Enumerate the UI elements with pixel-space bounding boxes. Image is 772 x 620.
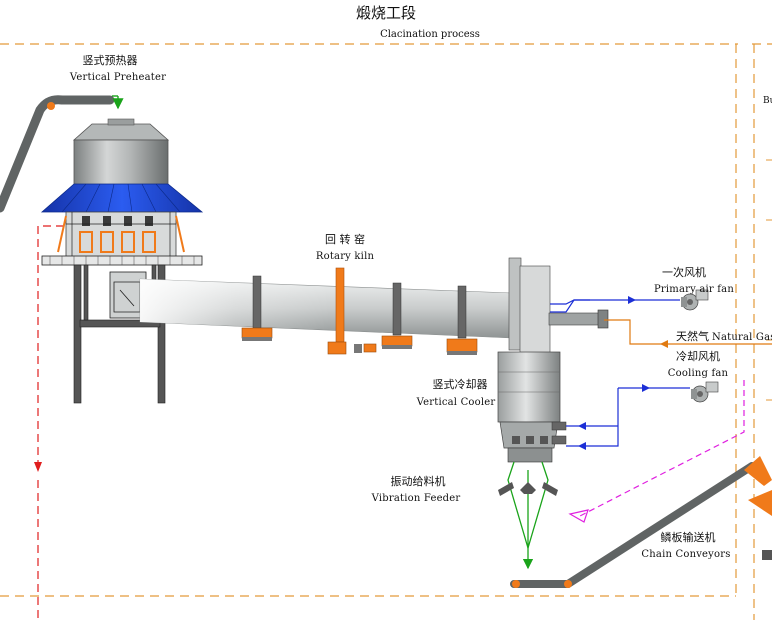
cooler-label-zh: 竖式冷却器: [433, 378, 488, 391]
feeder-label-en: Vibration Feeder: [371, 493, 461, 504]
primary-air-line: [550, 299, 680, 313]
kiln-hood: [508, 257, 609, 357]
natural-gas-label-en: Natural Gas: [712, 332, 772, 343]
primary-fan-icon: [681, 289, 709, 311]
feeder-chutes: [498, 482, 558, 496]
conveyor-label-zh: 鳞板输送机: [661, 530, 716, 544]
vibration-feeders: [507, 461, 549, 570]
cooling-fan-icon: [691, 381, 719, 403]
diagram-title-zh: 煅烧工段: [356, 4, 416, 22]
conveyor-label-en: Chain Conveyors: [641, 549, 730, 560]
cooler-label-en: Vertical Cooler: [416, 397, 496, 408]
feeder-label-zh: 振动给料机: [391, 474, 446, 488]
primary-fan-label-zh: 一次风机: [662, 265, 706, 279]
cooling-fan-label-zh: 冷却风机: [676, 349, 720, 363]
preheater-label-en: Vertical Preheater: [69, 72, 166, 83]
primary-air-arrow: [628, 296, 636, 304]
natural-gas-label-zh: 天然气: [676, 329, 709, 343]
cooling-air-arrow-2: [578, 422, 586, 430]
natural-gas-line: [604, 319, 772, 345]
preheater-label-zh: 竖式预热器: [83, 54, 138, 67]
process-boundary: [0, 43, 772, 620]
primary-fan-label-en: Primary air fan: [654, 284, 734, 295]
cooling-fan-label-en: Cooling fan: [668, 368, 729, 379]
cooling-air-line: [566, 387, 690, 447]
dust-return-line: [579, 380, 745, 517]
cooling-air-arrow: [642, 384, 650, 392]
return-line: [37, 225, 70, 618]
right-edge-ticks: [766, 159, 772, 501]
kiln-label-zh: 回 转 窑: [325, 232, 365, 246]
natural-gas-arrow: [660, 340, 668, 348]
rotary-kiln: [139, 267, 513, 355]
kiln-label-en: Rotary kiln: [316, 251, 375, 262]
vertical-cooler: [497, 351, 567, 463]
edge-text-fragment: Bu: [763, 96, 772, 106]
dust-return-arrow: [568, 509, 589, 523]
bucket-elevator: [0, 95, 115, 213]
chain-conveyor: [510, 456, 772, 588]
cooling-air-arrow-3: [578, 442, 586, 450]
vertical-preheater: [40, 118, 204, 404]
return-arrow-icon: [34, 462, 42, 472]
diagram-title-en: Clacination process: [380, 29, 480, 40]
